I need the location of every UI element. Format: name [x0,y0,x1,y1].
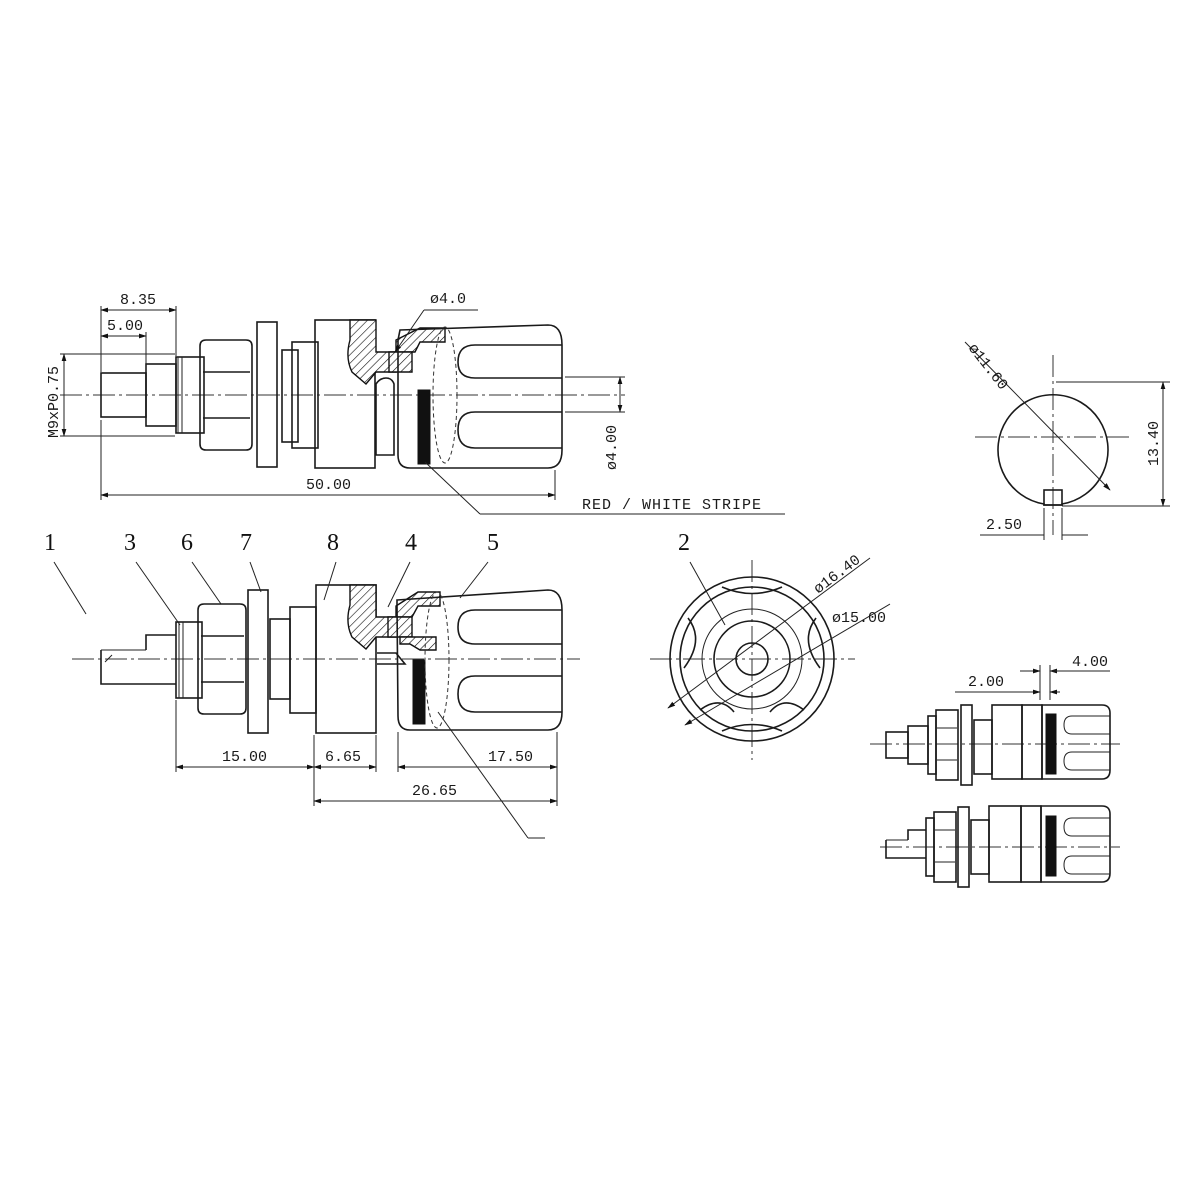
stripe-note: RED / WHITE STRIPE [582,497,762,514]
dim-8-35: 8.35 [120,292,156,309]
end-view: 2 ø16.40 ø15.00 [650,530,891,760]
part-label-5: 5 [487,530,499,556]
part-label-6: 6 [181,530,193,556]
dim-6-65: 6.65 [325,749,361,766]
part-label-1: 1 [44,530,56,556]
dim-overall: 50.00 [306,477,351,494]
dim-hole: ø4.0 [430,291,466,308]
dim-outer-dia: ø16.40 [811,552,864,598]
dim-17-50: 17.50 [488,749,533,766]
dim-inner-dia: ø15.00 [832,610,886,627]
part-label-8: 8 [327,530,339,556]
dim-26-65: 26.65 [412,783,457,800]
dim-cutout-dia: ø11.60 [964,341,1011,394]
dim-thread: M9xP0.75 [46,366,63,438]
dim-key-width: 2.50 [986,517,1022,534]
dim-15-00: 15.00 [222,749,267,766]
part-label-2: 2 [678,530,690,556]
part-label-7: 7 [240,530,252,556]
dim-2-00: 2.00 [968,674,1004,691]
dim-4-00: 4.00 [1072,654,1108,671]
top-view: 8.35 5.00 M9xP0.75 ø4.0 ø4.00 50.00 RED … [46,291,785,515]
part-label-3: 3 [124,530,136,556]
panel-cutout-view: ø11.60 13.40 2.50 [964,341,1170,540]
dim-dia-4: ø4.00 [604,425,621,470]
side-view: 1 3 6 7 8 4 5 15.00 6.65 17.50 26.65 [44,530,580,839]
dim-5-00: 5.00 [107,318,143,335]
small-views: 2.00 4.00 [870,654,1120,888]
dim-cutout-height: 13.40 [1146,421,1163,466]
part-label-4: 4 [405,530,417,556]
